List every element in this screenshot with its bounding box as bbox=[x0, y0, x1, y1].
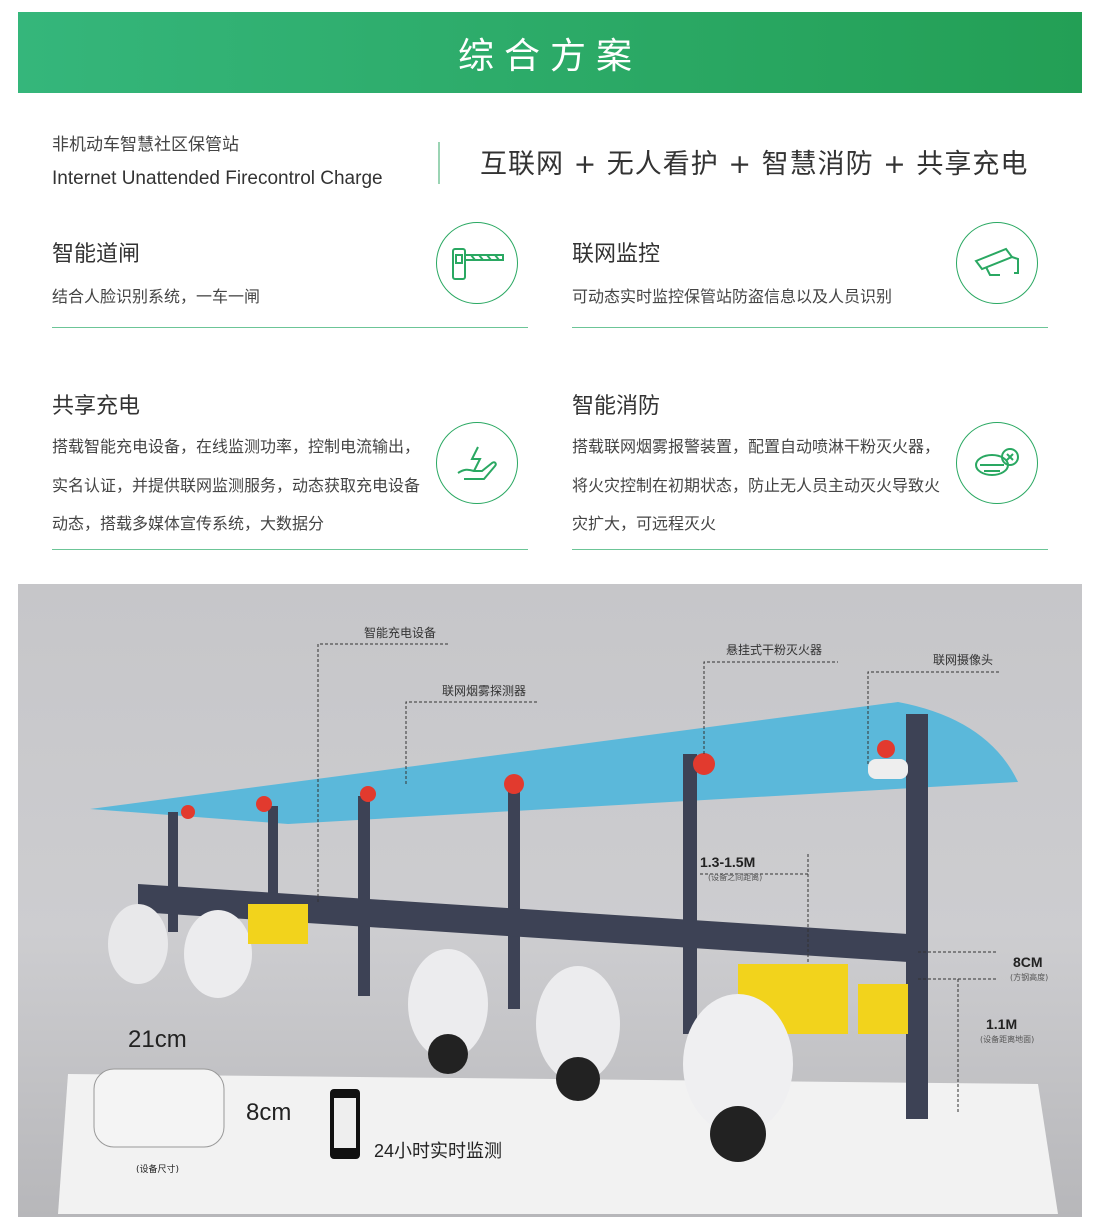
feature-desc: 结合人脸识别系统，一车一闸 bbox=[52, 287, 261, 306]
feature-charging: 共享充电 搭载智能充电设备，在线监测功率，控制电流输出，实名认证，并提供联网监测… bbox=[52, 388, 528, 550]
dim-spacing: 1.3-1.5M bbox=[700, 854, 756, 870]
extinguishers bbox=[181, 740, 895, 819]
dim-height-note: (设备距离地面) bbox=[980, 1035, 1035, 1044]
intro-title-cn: 非机动车智慧社区保管站 bbox=[52, 135, 239, 155]
dim-height: 1.1M bbox=[986, 1016, 1018, 1032]
slogan: 互联网 + 无人看护 + 智慧消防 + 共享充电 bbox=[480, 149, 1029, 180]
frame-posts bbox=[138, 714, 928, 1119]
device-width: 21cm bbox=[128, 1026, 187, 1053]
dim-spacing-note: (设备之间距离) bbox=[708, 873, 763, 882]
header-banner: 综合方案 bbox=[18, 12, 1082, 93]
monitor-text: 24小时实时监测 bbox=[374, 1141, 503, 1161]
floor-pad bbox=[58, 1074, 1058, 1214]
feature-gate: 智能道闸 结合人脸识别系统，一车一闸 bbox=[52, 222, 528, 328]
feature-fire: 智能消防 搭载联网烟雾报警装置，配置自动喷淋干粉灭火器，将火灾控制在初期状态，防… bbox=[572, 388, 1048, 550]
feature-title: 联网监控 bbox=[572, 242, 661, 267]
feature-monitor: 联网监控 可动态实时监控保管站防盗信息以及人员识别 bbox=[572, 222, 1048, 328]
cctv-camera-icon bbox=[956, 222, 1038, 304]
intro-title-en: Internet Unattended Firecontrol Charge bbox=[52, 168, 383, 189]
hand-charging-icon bbox=[436, 422, 518, 504]
callout-lines bbox=[317, 643, 1001, 1114]
label-extinguisher: 悬挂式干粉灭火器 bbox=[726, 643, 823, 657]
station-illustration: 智能充电设备 联网烟雾探测器 悬挂式干粉灭火器 联网摄像头 1.3-1.5M (… bbox=[18, 584, 1082, 1217]
label-charger: 智能充电设备 bbox=[364, 626, 437, 640]
feature-desc: 搭载智能充电设备，在线监测功率，控制电流输出，实名认证，并提供联网监测服务，动态… bbox=[52, 437, 421, 533]
page-title: 综合方案 bbox=[457, 35, 642, 77]
camera bbox=[868, 759, 908, 779]
scooters bbox=[108, 904, 908, 1162]
feature-desc: 搭载联网烟雾报警装置，配置自动喷淋干粉灭火器，将火灾控制在初期状态，防止无人员主… bbox=[572, 437, 941, 533]
feature-desc: 可动态实时监控保管站防盗信息以及人员识别 bbox=[572, 287, 893, 306]
dim-beam-note: (方钢高度) bbox=[1010, 973, 1049, 982]
feature-title: 共享充电 bbox=[52, 394, 141, 419]
feature-title: 智能消防 bbox=[572, 394, 661, 419]
device-size-note: (设备尺寸) bbox=[136, 1165, 180, 1175]
feature-title: 智能道闸 bbox=[52, 242, 141, 267]
divider bbox=[438, 142, 440, 184]
smoke-detector-icon bbox=[956, 422, 1038, 504]
canopy-roof bbox=[90, 702, 1018, 824]
label-smoke: 联网烟雾探测器 bbox=[442, 684, 527, 698]
dim-beam: 8CM bbox=[1013, 954, 1043, 970]
device-depth: 8cm bbox=[246, 1099, 292, 1126]
barrier-gate-icon bbox=[436, 222, 518, 304]
canopy-drawing bbox=[58, 643, 1058, 1214]
charger-device bbox=[93, 1068, 225, 1148]
label-camera: 联网摄像头 bbox=[933, 653, 994, 667]
